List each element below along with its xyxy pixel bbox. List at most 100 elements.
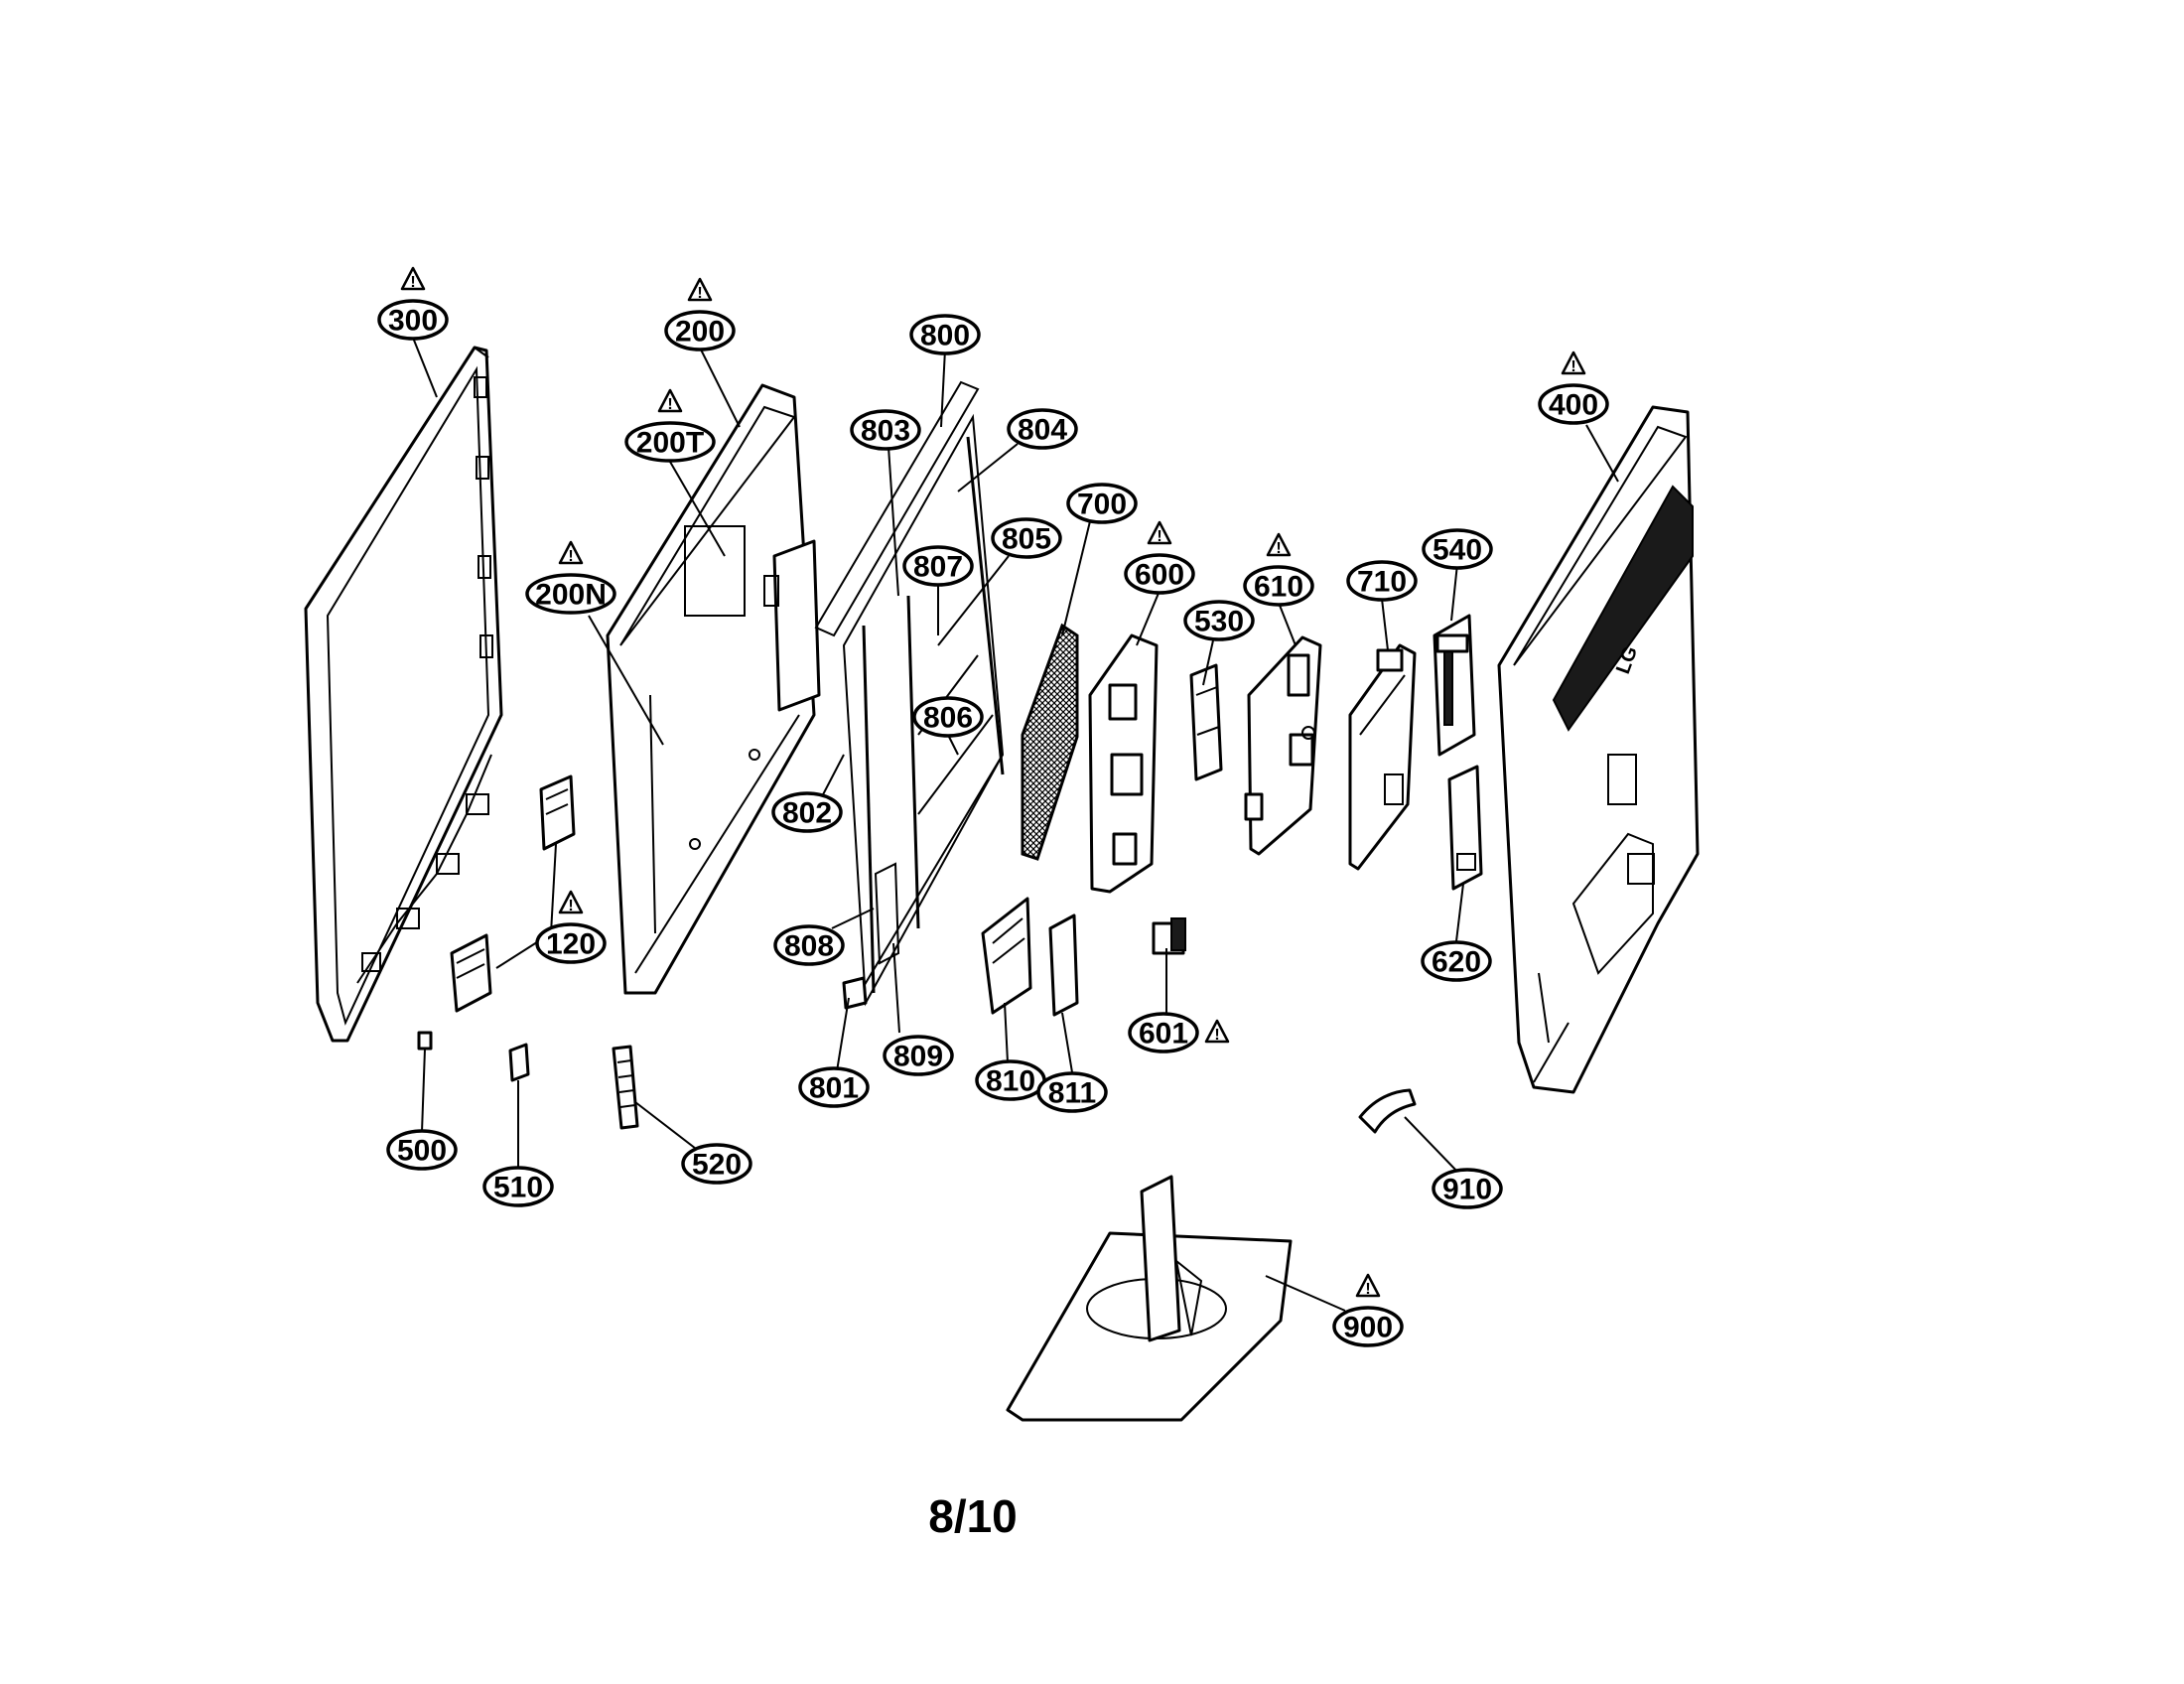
callout-ellipse (991, 517, 1062, 559)
callout-801: 801 (798, 1066, 870, 1108)
callout-ellipse (1124, 553, 1195, 595)
part-300-front-bezel (304, 346, 503, 1043)
callout-number: 810 (986, 1065, 1035, 1098)
callout-ellipse (798, 1066, 870, 1108)
callout-ellipse (1421, 940, 1492, 982)
leader-lines (412, 337, 1619, 1312)
callout-120: 120! (535, 890, 607, 964)
callout-ellipse (377, 299, 449, 341)
part-910-cable-clip (1358, 1088, 1417, 1134)
callout-number: 510 (493, 1172, 543, 1204)
callout-ellipse (386, 1129, 458, 1171)
callout-number: 700 (1077, 489, 1127, 521)
part-520-connector-strip (612, 1045, 639, 1130)
callout-811: 811 (1036, 1071, 1108, 1113)
callout-ellipse (535, 922, 607, 964)
part-200-lcd-panel (606, 383, 821, 995)
part-120-small-boards (450, 774, 576, 1013)
warning-triangle-icon: ! (1355, 1273, 1381, 1298)
part-400-back-cover: LG (1497, 405, 1700, 1094)
callout-ellipse (902, 545, 974, 587)
callout-ellipse (1128, 1012, 1199, 1053)
warning-triangle-icon: ! (400, 266, 426, 291)
callout-540: 540 (1422, 528, 1493, 570)
part-610-main-board (1244, 635, 1322, 856)
callout-number: 540 (1433, 534, 1482, 567)
callout-number: 811 (1048, 1077, 1096, 1110)
callout-806: 806 (912, 696, 984, 738)
svg-text:!: ! (568, 548, 573, 565)
callout-803: 803 (850, 409, 921, 451)
svg-text:!: ! (1276, 540, 1281, 557)
callout-ellipse (664, 310, 736, 351)
callout-ellipse (773, 924, 845, 966)
callout-number: 610 (1254, 571, 1303, 604)
callout-number: 900 (1343, 1312, 1393, 1344)
part-530-small-board (1189, 663, 1223, 781)
callout-number: 800 (920, 320, 970, 352)
callout-ellipse (681, 1143, 752, 1185)
callout-807: 807 (902, 545, 974, 587)
callout-ellipse (482, 1166, 554, 1207)
page-number: 8/10 (928, 1490, 1018, 1542)
callout-200T: 200T! (624, 388, 716, 463)
part-800-chassis-frame (814, 380, 1005, 1010)
callout-number: 803 (861, 415, 910, 448)
callout-number: 300 (388, 305, 438, 338)
callout-number: 520 (692, 1149, 742, 1182)
callout-ellipse (1036, 1071, 1108, 1113)
callout-ellipse (1332, 1306, 1404, 1347)
part-700-mesh-shield (1021, 623, 1079, 861)
callout-800: 800 (909, 314, 981, 355)
warning-triangle-icon: ! (558, 540, 584, 565)
callout-ellipse (1007, 408, 1078, 450)
part-601-switch (1152, 917, 1186, 955)
svg-text:!: ! (667, 396, 672, 413)
warning-triangle-icon: ! (558, 890, 584, 914)
callout-910: 910 (1432, 1168, 1503, 1209)
callout-number: 530 (1194, 606, 1244, 638)
callout-number: 807 (913, 551, 963, 584)
callout-number: 200T (636, 427, 704, 460)
svg-text:!: ! (1365, 1281, 1370, 1298)
callout-number: 620 (1432, 946, 1481, 979)
callout-ellipse (1346, 560, 1418, 602)
callout-ellipse (525, 573, 616, 615)
callout-804: 804 (1007, 408, 1078, 450)
part-510-small-bracket (508, 1043, 530, 1082)
callout-809: 809 (883, 1035, 954, 1076)
warning-triangle-icon: ! (1204, 1019, 1230, 1044)
callout-number: 500 (397, 1135, 447, 1168)
svg-text:!: ! (1157, 528, 1161, 545)
callout-number: 400 (1549, 389, 1598, 422)
warning-triangle-icon: ! (1266, 532, 1292, 557)
callout-601: 601! (1128, 1012, 1230, 1053)
callout-ellipse (1183, 600, 1255, 641)
callout-600: 600! (1124, 520, 1195, 595)
callout-number: 806 (923, 702, 973, 735)
part-710-shield-case (1348, 643, 1417, 871)
callout-710: 710 (1346, 560, 1418, 602)
svg-text:!: ! (1214, 1027, 1219, 1044)
svg-text:!: ! (568, 898, 573, 914)
callout-number: 809 (893, 1041, 943, 1073)
callout-520: 520 (681, 1143, 752, 1185)
callout-ellipse (850, 409, 921, 451)
warning-triangle-icon: ! (687, 277, 713, 302)
callout-700: 700 (1066, 483, 1138, 524)
callout-number: 804 (1018, 414, 1067, 447)
part-620-side-board (1447, 765, 1483, 891)
part-500-small-clip (417, 1031, 433, 1051)
callout-ellipse (771, 791, 843, 833)
warning-triangle-icon: ! (657, 388, 683, 413)
callout-620: 620 (1421, 940, 1492, 982)
callout-400: 400! (1538, 351, 1609, 425)
callout-ellipse (909, 314, 981, 355)
warning-triangle-icon: ! (1561, 351, 1586, 375)
callout-ellipse (883, 1035, 954, 1076)
svg-text:!: ! (697, 285, 702, 302)
callout-number: 808 (784, 930, 834, 963)
callout-500: 500 (386, 1129, 458, 1171)
part-600-power-board (1088, 633, 1159, 894)
callout-ellipse (1432, 1168, 1503, 1209)
